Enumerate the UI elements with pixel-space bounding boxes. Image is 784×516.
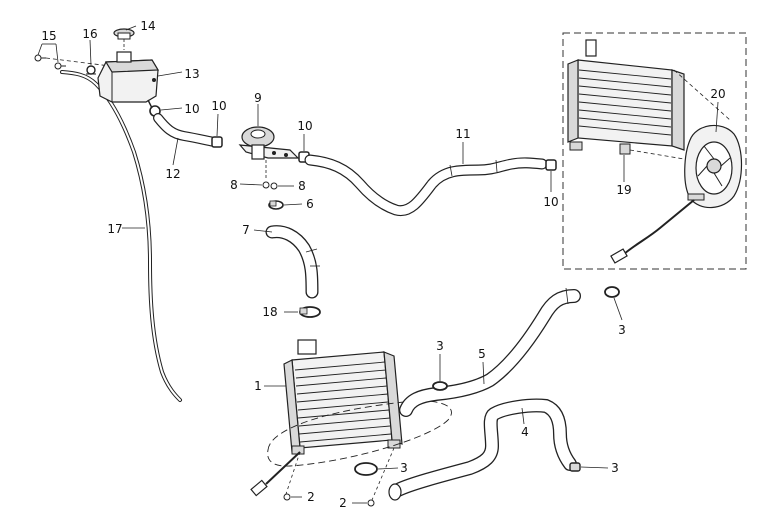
callout-7: 7 [242, 223, 250, 237]
callout-6: 6 [306, 197, 314, 211]
callout-labels: 15 16 14 13 10 10 9 10 12 8 8 6 7 17 18 … [41, 19, 725, 510]
callout-13: 13 [184, 67, 199, 81]
hose-12 [153, 113, 219, 147]
callout-15: 15 [41, 29, 56, 43]
overflow-hose-17 [60, 70, 182, 402]
callout-19: 19 [616, 183, 631, 197]
clamp-10-filler [211, 136, 223, 148]
callout-8-b: 8 [298, 179, 306, 193]
screws-2 [283, 493, 375, 507]
clamp-6 [268, 200, 284, 210]
callout-18: 18 [262, 305, 277, 319]
callout-5: 5 [478, 347, 486, 361]
callout-14: 14 [140, 19, 155, 33]
callout-10-c: 10 [297, 119, 312, 133]
callout-10-b: 10 [211, 99, 226, 113]
hose-5 [399, 287, 581, 417]
callout-17: 17 [107, 222, 122, 236]
callout-2-a: 2 [307, 490, 315, 504]
callout-20: 20 [710, 87, 725, 101]
callout-11: 11 [455, 127, 470, 141]
cooling-fan-20 [610, 124, 743, 264]
filler-neck-9 [238, 126, 300, 160]
screws-15 [34, 54, 111, 70]
callout-16: 16 [82, 27, 97, 41]
callout-4: 4 [521, 425, 529, 439]
aux-radiator-19 [567, 39, 731, 161]
callout-8-a: 8 [230, 178, 238, 192]
callout-3-a: 3 [436, 339, 444, 353]
callout-10-d: 10 [543, 195, 558, 209]
callout-1: 1 [254, 379, 262, 393]
callout-9: 9 [254, 91, 262, 105]
callout-3-c: 3 [400, 461, 408, 475]
hose-4 [388, 398, 577, 501]
clip-16 [86, 65, 96, 75]
bolts-8 [262, 160, 278, 190]
clamps-3 [354, 286, 620, 476]
auxiliary-assembly-box [562, 32, 747, 270]
main-radiator-1 [250, 339, 452, 501]
callout-10-a: 10 [184, 102, 199, 116]
callout-12: 12 [165, 167, 180, 181]
callout-2-b: 2 [339, 496, 347, 510]
reservoir-cap-14 [113, 28, 135, 50]
callout-3-d: 3 [611, 461, 619, 475]
callout-3-b: 3 [618, 323, 626, 337]
clamp-10-hose11 [545, 159, 557, 171]
reservoir-tank-13 [97, 51, 160, 109]
hose-11 [304, 154, 548, 217]
hose-7 [265, 225, 320, 299]
leader-lines [37, 25, 719, 504]
clamp-18 [299, 306, 321, 318]
